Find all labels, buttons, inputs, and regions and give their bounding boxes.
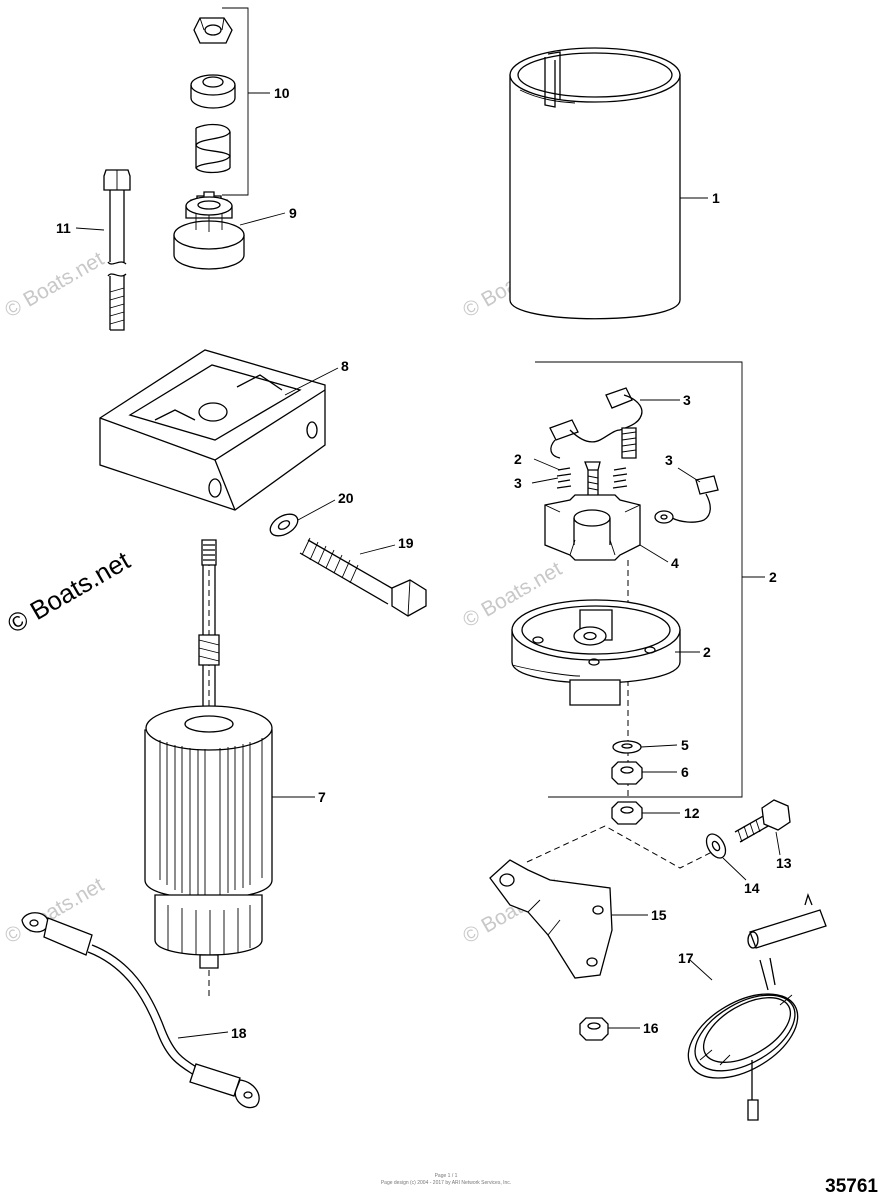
diagram-number: 35761: [825, 1176, 878, 1197]
label-part-4: 4: [671, 555, 679, 571]
part-10-pinion-hardware: [190, 7, 270, 196]
part-20-washer: [269, 513, 299, 537]
part-8-magnet-holder: [99, 349, 326, 511]
watermark-large: © Boats.net: [2, 545, 136, 639]
part-3-brushes: [549, 387, 719, 524]
label-part-8: 8: [341, 358, 349, 374]
label-part-10: 10: [274, 85, 290, 101]
part-15-mounting-bracket: [489, 825, 713, 979]
part-2-end-cap: [511, 560, 681, 800]
label-part-3-right: 3: [665, 452, 673, 468]
label-part-1: 1: [712, 190, 720, 206]
label-part-14: 14: [744, 880, 760, 896]
label-part-11: 11: [56, 220, 71, 236]
part-11-through-bolt: [103, 169, 131, 331]
part-9-pinion-gear: [173, 191, 245, 270]
part-4-brush-holder: [544, 494, 641, 561]
part-16-nut: [579, 1017, 609, 1041]
label-part-15: 15: [651, 907, 667, 923]
label-part-12: 12: [684, 805, 700, 821]
label-part-13: 13: [776, 855, 792, 871]
label-part-3-left: 3: [514, 475, 522, 491]
part-5-washer: [612, 740, 642, 754]
label-part-6: 6: [681, 764, 689, 780]
watermark-top-left: © Boats.net: [1, 247, 108, 322]
label-part-2-group: 2: [769, 569, 777, 585]
label-part-2-springs: 2: [514, 451, 522, 467]
part-labels: 1 10 9 11 8 20 19 7 18 3 2 3 3 4 2 2 5 6…: [56, 85, 792, 1041]
leader-lines: [75, 197, 781, 1039]
watermarks: © Boats.net © Boats.net © Boats.net © Bo…: [1, 247, 566, 948]
label-part-2-end-cap: 2: [703, 644, 711, 660]
part-19-bolt: [299, 537, 427, 617]
part-1-frame-housing: [509, 47, 681, 320]
part-7-armature: [144, 539, 273, 1000]
label-part-17: 17: [678, 950, 694, 966]
label-part-16: 16: [643, 1020, 659, 1036]
label-part-5: 5: [681, 737, 689, 753]
part-12-nut: [611, 801, 643, 825]
label-part-19: 19: [398, 535, 414, 551]
label-part-7: 7: [318, 789, 326, 805]
label-part-18: 18: [231, 1025, 247, 1041]
label-part-9: 9: [289, 205, 297, 221]
footer-copyright: Page design (c) 2004 - 2017 by ARI Netwo…: [381, 1180, 511, 1186]
part-18-cable: [21, 912, 260, 1109]
footer: Page 1 / 1 Page design (c) 2004 - 2017 b…: [381, 1173, 879, 1197]
end-cap-bracket: [535, 361, 765, 798]
part-17-wire-harness: [687, 893, 827, 1121]
part-14-washer: [705, 833, 727, 859]
label-part-20: 20: [338, 490, 354, 506]
part-6-nut: [611, 761, 643, 785]
label-part-3-top: 3: [683, 392, 691, 408]
part-2-springs: [556, 461, 628, 495]
part-13-bolt: [734, 799, 791, 843]
footer-page: Page 1 / 1: [435, 1173, 458, 1179]
